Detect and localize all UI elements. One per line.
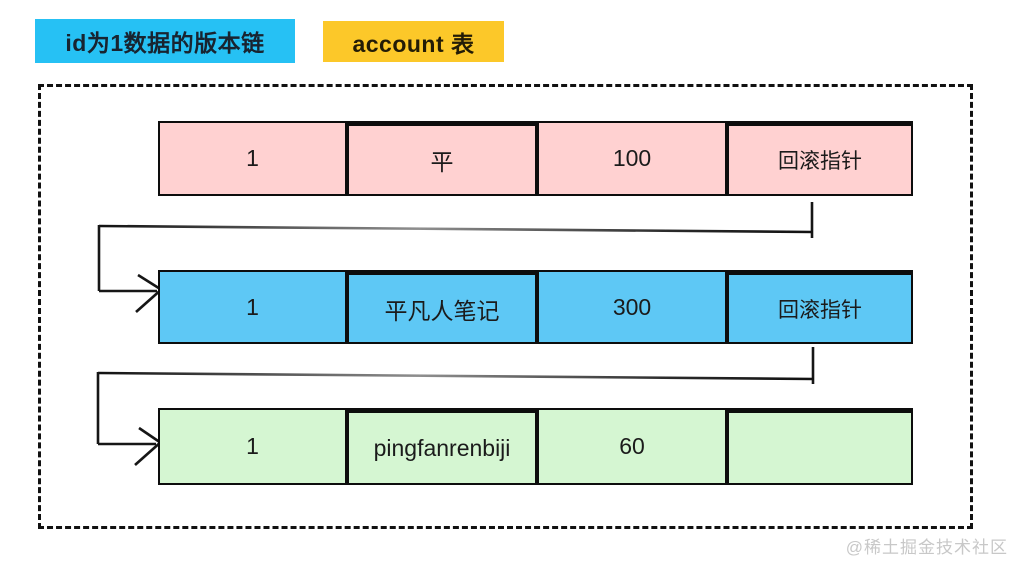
cell-id: 1 xyxy=(158,121,347,196)
watermark: @稀土掘金技术社区 xyxy=(845,538,1008,557)
cell-name: 平 xyxy=(347,121,537,196)
version-chain-badge-label: id为1数据的版本链 xyxy=(65,30,265,56)
cell-balance: 100 xyxy=(537,121,727,196)
cell-rollback-pointer-empty xyxy=(727,408,913,485)
cell-name: pingfanrenbiji xyxy=(347,408,537,485)
cell-balance: 300 xyxy=(537,270,727,344)
version-row-oldest: 1 pingfanrenbiji 60 xyxy=(158,408,913,485)
cell-rollback-pointer: 回滚指针 xyxy=(727,270,913,344)
version-chain-container xyxy=(38,84,973,529)
version-row-newest: 1 平 100 回滚指针 xyxy=(158,121,913,196)
account-table-badge: account 表 xyxy=(323,21,504,62)
cell-id: 1 xyxy=(158,408,347,485)
account-table-badge-label: account 表 xyxy=(352,30,475,57)
version-chain-badge: id为1数据的版本链 xyxy=(35,19,295,63)
cell-rollback-pointer: 回滚指针 xyxy=(727,121,913,196)
version-row-middle: 1 平凡人笔记 300 回滚指针 xyxy=(158,270,913,344)
cell-name: 平凡人笔记 xyxy=(347,270,537,344)
cell-id: 1 xyxy=(158,270,347,344)
cell-balance: 60 xyxy=(537,408,727,485)
